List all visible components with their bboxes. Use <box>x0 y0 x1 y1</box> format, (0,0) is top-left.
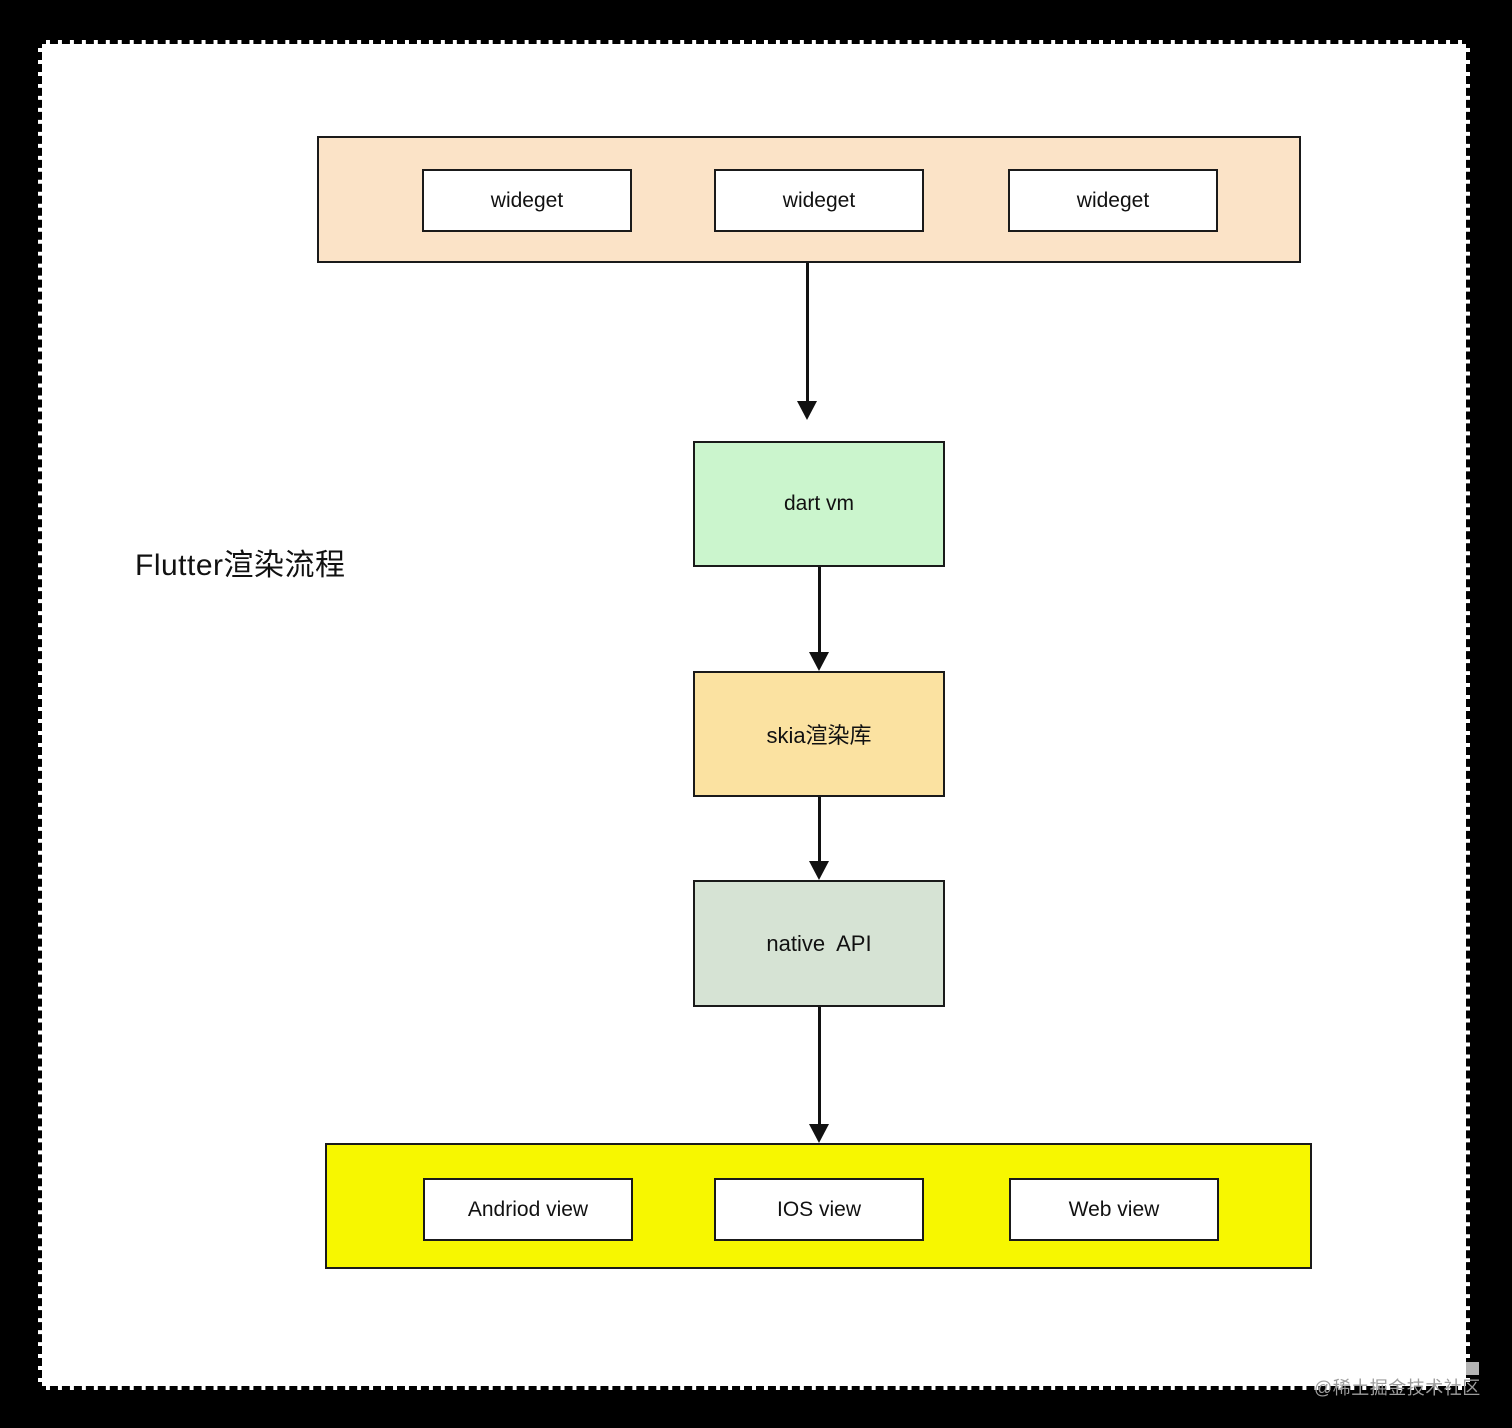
arrow-head-icon <box>797 401 817 420</box>
skia-label: skia渲染库 <box>766 723 872 748</box>
arrow-skia-to-native <box>808 797 830 880</box>
widget-box-3-label: wideget <box>1076 188 1150 212</box>
widget-box-2: wideget <box>714 169 924 232</box>
widget-box-2-label: wideget <box>782 188 856 212</box>
android-view-box: Andriod view <box>423 1178 633 1241</box>
native-api-label: native API <box>766 930 872 956</box>
widget-box-3: wideget <box>1008 169 1218 232</box>
dart-vm-node: dart vm <box>693 441 945 567</box>
arrow-head-icon <box>809 861 829 880</box>
arrow-dartvm-to-skia <box>808 567 830 671</box>
ios-view-label: IOS view <box>776 1197 862 1221</box>
widget-box-1: wideget <box>422 169 632 232</box>
native-api-node: native API <box>693 880 945 1007</box>
watermark: @稀土掘金技术社区 <box>1314 1378 1481 1398</box>
diagram-title: Flutter渲染流程 <box>135 549 346 582</box>
android-view-label: Andriod view <box>467 1197 589 1221</box>
ios-view-box: IOS view <box>714 1178 924 1241</box>
platform-layer-container: Andriod view IOS view Web view <box>325 1143 1312 1269</box>
web-view-box: Web view <box>1009 1178 1219 1241</box>
arrow-shaft <box>805 263 809 401</box>
arrow-shaft <box>817 797 821 861</box>
arrow-head-icon <box>809 1124 829 1143</box>
arrow-head-icon <box>809 652 829 671</box>
dart-vm-label: dart vm <box>783 492 854 515</box>
arrow-native-to-platforms <box>808 1007 830 1143</box>
skia-node: skia渲染库 <box>693 671 945 797</box>
arrow-shaft <box>817 567 821 652</box>
watermark-badge-icon <box>1466 1362 1479 1375</box>
web-view-label: Web view <box>1068 1197 1160 1221</box>
widget-box-1-label: wideget <box>490 188 564 212</box>
arrow-shaft <box>817 1007 821 1124</box>
arrow-widgets-to-dartvm <box>796 263 818 420</box>
widget-layer-container: wideget wideget wideget <box>317 136 1301 263</box>
